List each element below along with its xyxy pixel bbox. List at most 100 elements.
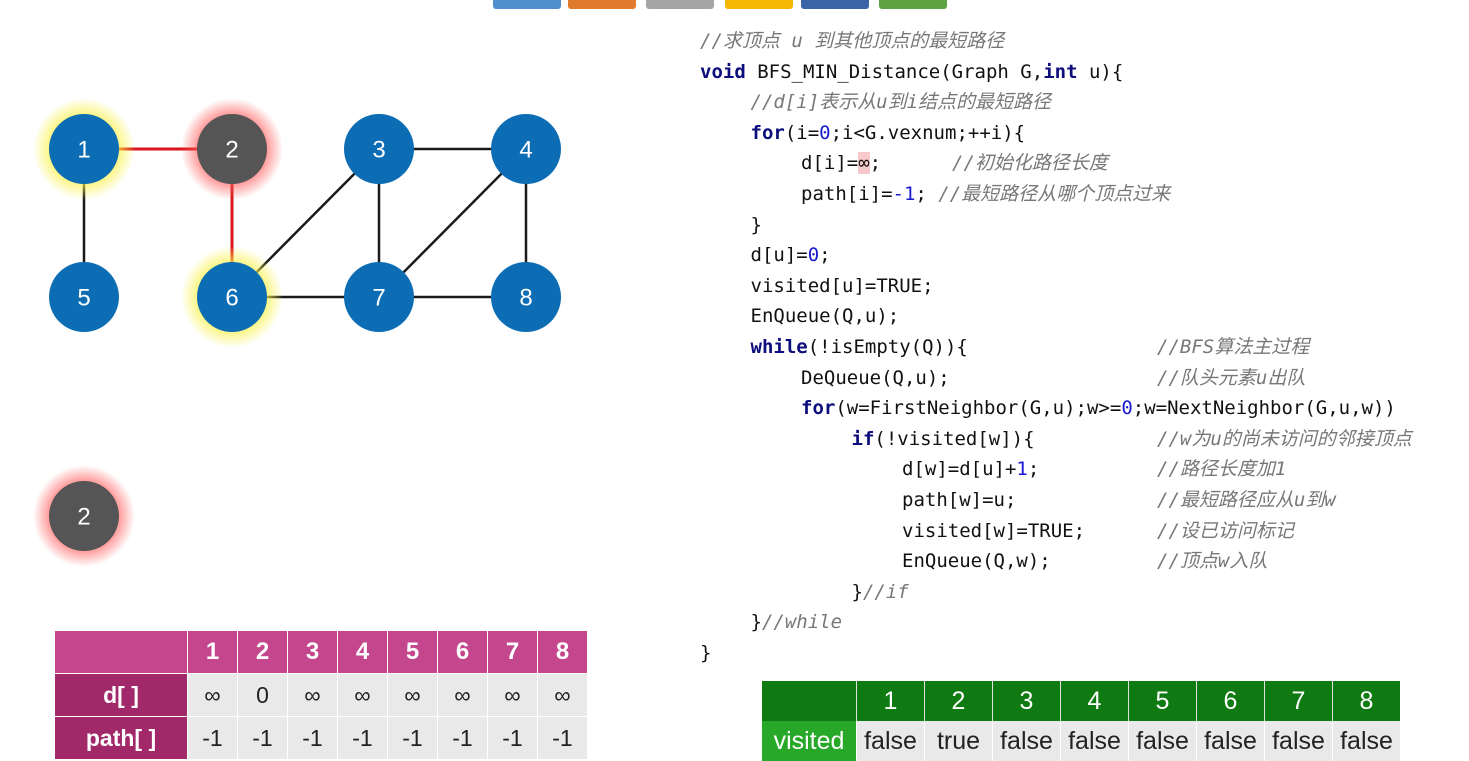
queue-item: 2: [33, 465, 135, 567]
code-line: EnQueue(Q,u);: [751, 301, 900, 331]
code-line: }//while: [751, 607, 843, 637]
code-comment: u: [791, 30, 803, 52]
dist-cell: ∞: [287, 673, 338, 717]
code-token: EnQueue(Q,u);: [750, 305, 900, 328]
visited-cell: false: [1196, 721, 1265, 761]
visited-header-cell: 1: [856, 681, 925, 721]
code-comment: //顶点w入队: [1157, 550, 1268, 573]
code-comment: //最短路径从哪个顶点过来: [938, 183, 1171, 205]
dist-header-cell: 5: [387, 630, 438, 674]
code-token: visited[w]=TRUE;: [902, 519, 1086, 542]
dist-cell: 0: [237, 673, 288, 717]
visited-cell: false: [992, 721, 1061, 761]
node-label: 5: [77, 285, 90, 312]
visited-row-label: visited: [762, 721, 857, 761]
code-token: ;: [819, 244, 831, 267]
node-label: 1: [77, 137, 90, 164]
visited-table-corner: [762, 681, 857, 721]
toolbar-strip-orange[interactable]: [568, 0, 636, 9]
dist-header-cell: 3: [287, 630, 338, 674]
visited-header-cell: 5: [1128, 681, 1197, 721]
visited-header-cell: 3: [992, 681, 1061, 721]
code-line: EnQueue(Q,w);//顶点w入队: [902, 546, 1267, 576]
toolbar-strip-gray[interactable]: [646, 0, 714, 9]
visited-header-cell: 2: [924, 681, 993, 721]
code-line: for(w=FirstNeighbor(G,u);w>=0;w=NextNeig…: [801, 393, 1396, 423]
code-token: ;w=NextNeighbor(G,u,w)): [1132, 397, 1396, 420]
code-line: //d[i]表示从u到i结点的最短路径: [751, 87, 1052, 117]
dist-cell: ∞: [487, 673, 538, 717]
visited-cell: false: [1128, 721, 1197, 761]
code-token: DeQueue(Q,u);: [801, 366, 950, 389]
path-cell: -1: [187, 716, 238, 760]
node-circle: [344, 114, 414, 184]
code-token: visited[u]=TRUE;: [750, 274, 934, 297]
node-circle: [49, 262, 119, 332]
distance-path-table: 1 2 3 4 5 6 7 8 d[ ] ∞ 0 ∞ ∞ ∞ ∞ ∞ ∞ pat…: [54, 630, 588, 760]
code-comment: //求顶点: [700, 30, 792, 52]
dist-cell: ∞: [537, 673, 588, 717]
visited-row: visited false true false false false fal…: [762, 721, 1400, 761]
code-comment: //w为u的尚未访问的邻接顶点: [1157, 427, 1412, 450]
graph-node-2: 2: [181, 98, 283, 200]
node-label: 4: [519, 137, 532, 164]
code-comment: //队头元素u出队: [1157, 366, 1306, 389]
code-token: d[w]=d[u]+: [902, 458, 1017, 481]
visited-header-row: 1 2 3 4 5 6 7 8: [762, 681, 1400, 721]
path-cell: -1: [537, 716, 588, 760]
code-comment: //路径长度加1: [1157, 458, 1287, 481]
dist-header-cell: 6: [437, 630, 488, 674]
code-token: path[w]=u;: [902, 489, 1017, 511]
code-comment: //d[i]表示从u到i结点的最短路径: [750, 91, 1052, 114]
graph-edges: [82, 147, 528, 299]
code-line: while(!isEmpty(Q)){//BFS算法主过程: [751, 332, 1310, 362]
code-line: }//if: [852, 577, 909, 607]
path-cell: -1: [387, 716, 438, 760]
node-circle: [344, 262, 414, 332]
visited-table: 1 2 3 4 5 6 7 8 visited false true false…: [762, 681, 1400, 761]
dist-header-cell: 2: [237, 630, 288, 674]
code-token: path[i]=: [801, 183, 893, 205]
queue-area: 2: [33, 465, 135, 567]
code-token: ;i<G.vexnum;++i){: [830, 121, 1026, 144]
dist-header-cell: 8: [537, 630, 588, 674]
code-line: d[w]=d[u]+1;//路径长度加1: [902, 454, 1286, 484]
graph-node-5: 5: [49, 262, 119, 332]
toolbar-strip-yellow[interactable]: [725, 0, 793, 9]
path-cell: -1: [337, 716, 388, 760]
code-token: 0: [1121, 397, 1133, 420]
graph-node-6: 6: [181, 246, 283, 348]
node-circle: [49, 114, 119, 184]
code-comment: //初始化路径长度: [952, 152, 1108, 175]
path-cell: -1: [437, 716, 488, 760]
toolbar-strip-navy[interactable]: [801, 0, 869, 9]
node-label: 3: [372, 137, 385, 164]
code-token: ;: [1027, 458, 1040, 481]
code-comment: 到其他顶点的最短路径: [802, 30, 1005, 52]
visited-header-cell: 7: [1264, 681, 1333, 721]
code-line: visited[u]=TRUE;: [751, 271, 934, 301]
code-line: path[w]=u;//最短路径应从u到w: [902, 485, 1336, 515]
path-cell: -1: [237, 716, 288, 760]
node-circle: [491, 114, 561, 184]
code-line: }: [751, 210, 762, 240]
code-token: ;: [869, 152, 882, 175]
code-keyword: void: [700, 60, 746, 83]
code-token: }: [700, 642, 712, 664]
code-line: if(!visited[w]){//w为u的尚未访问的邻接顶点: [852, 424, 1412, 454]
code-keyword: for: [750, 121, 785, 144]
visited-cell: false: [856, 721, 925, 761]
node-circle: [197, 114, 267, 184]
code-line: }: [700, 638, 711, 668]
graph-node-4: 4: [491, 114, 561, 184]
toolbar-strip-green[interactable]: [879, 0, 947, 9]
dist-cell: ∞: [387, 673, 438, 717]
dist-row: d[ ] ∞ 0 ∞ ∞ ∞ ∞ ∞ ∞: [54, 673, 588, 717]
code-token: -1: [892, 183, 916, 205]
code-line: d[i]=∞;//初始化路径长度: [801, 148, 1108, 178]
code-token: d[i]=: [801, 152, 859, 175]
toolbar-strip-blue[interactable]: [493, 0, 561, 9]
visited-header-cell: 8: [1332, 681, 1400, 721]
code-token: (!visited[w]){: [874, 427, 1035, 450]
